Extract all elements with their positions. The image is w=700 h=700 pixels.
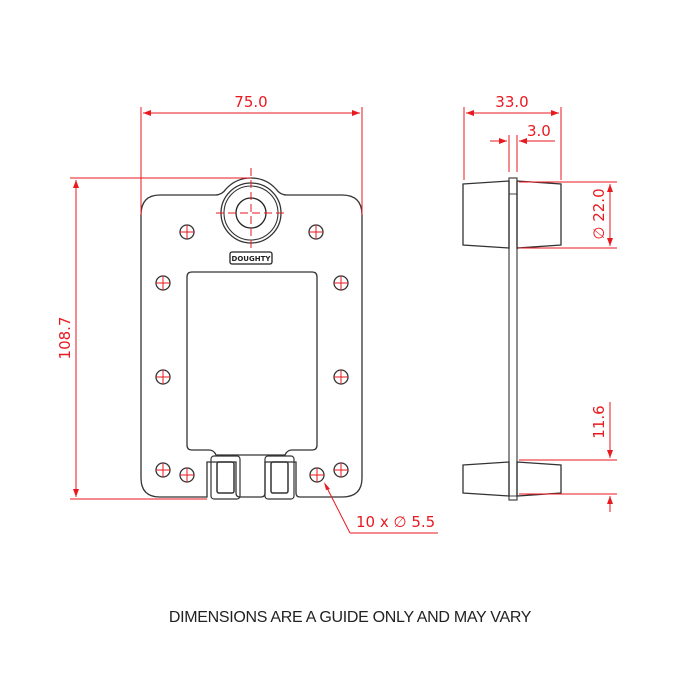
- hole: [155, 275, 171, 291]
- diameter-dim-label: ∅ 22.0: [590, 188, 608, 239]
- hole-callout-leader: [324, 483, 438, 534]
- hole: [155, 369, 171, 385]
- width-dimension: [140, 107, 363, 215]
- hole: [155, 462, 171, 478]
- lower-boss-dim-label: 11.6: [590, 405, 608, 438]
- side-view: 33.0 3.0 ∅ 22.0 11.6: [462, 93, 617, 512]
- height-dim-label: 108.7: [56, 317, 74, 360]
- inner-window: [186, 271, 318, 456]
- doughty-logo: DOUGHTY: [229, 251, 273, 265]
- hole: [333, 369, 349, 385]
- hole: [333, 462, 349, 478]
- depth-dim-label: 33.0: [495, 93, 528, 111]
- front-view: DOUGHTY 75.0: [56, 93, 438, 534]
- mounting-holes: [155, 224, 349, 483]
- width-dim-label: 75.0: [234, 93, 267, 111]
- hole: [309, 467, 325, 483]
- hole: [308, 224, 324, 240]
- hole: [179, 224, 195, 240]
- svg-text:DOUGHTY: DOUGHTY: [232, 255, 272, 263]
- hole: [333, 275, 349, 291]
- hole-callout-label: 10 x ∅ 5.5: [356, 513, 435, 531]
- hole: [179, 467, 195, 483]
- disclaimer-note: DIMENSIONS ARE A GUIDE ONLY AND MAY VARY: [168, 609, 532, 626]
- height-dimension: [70, 177, 251, 500]
- thickness-dim-label: 3.0: [527, 122, 551, 140]
- plate-outline: [140, 177, 363, 498]
